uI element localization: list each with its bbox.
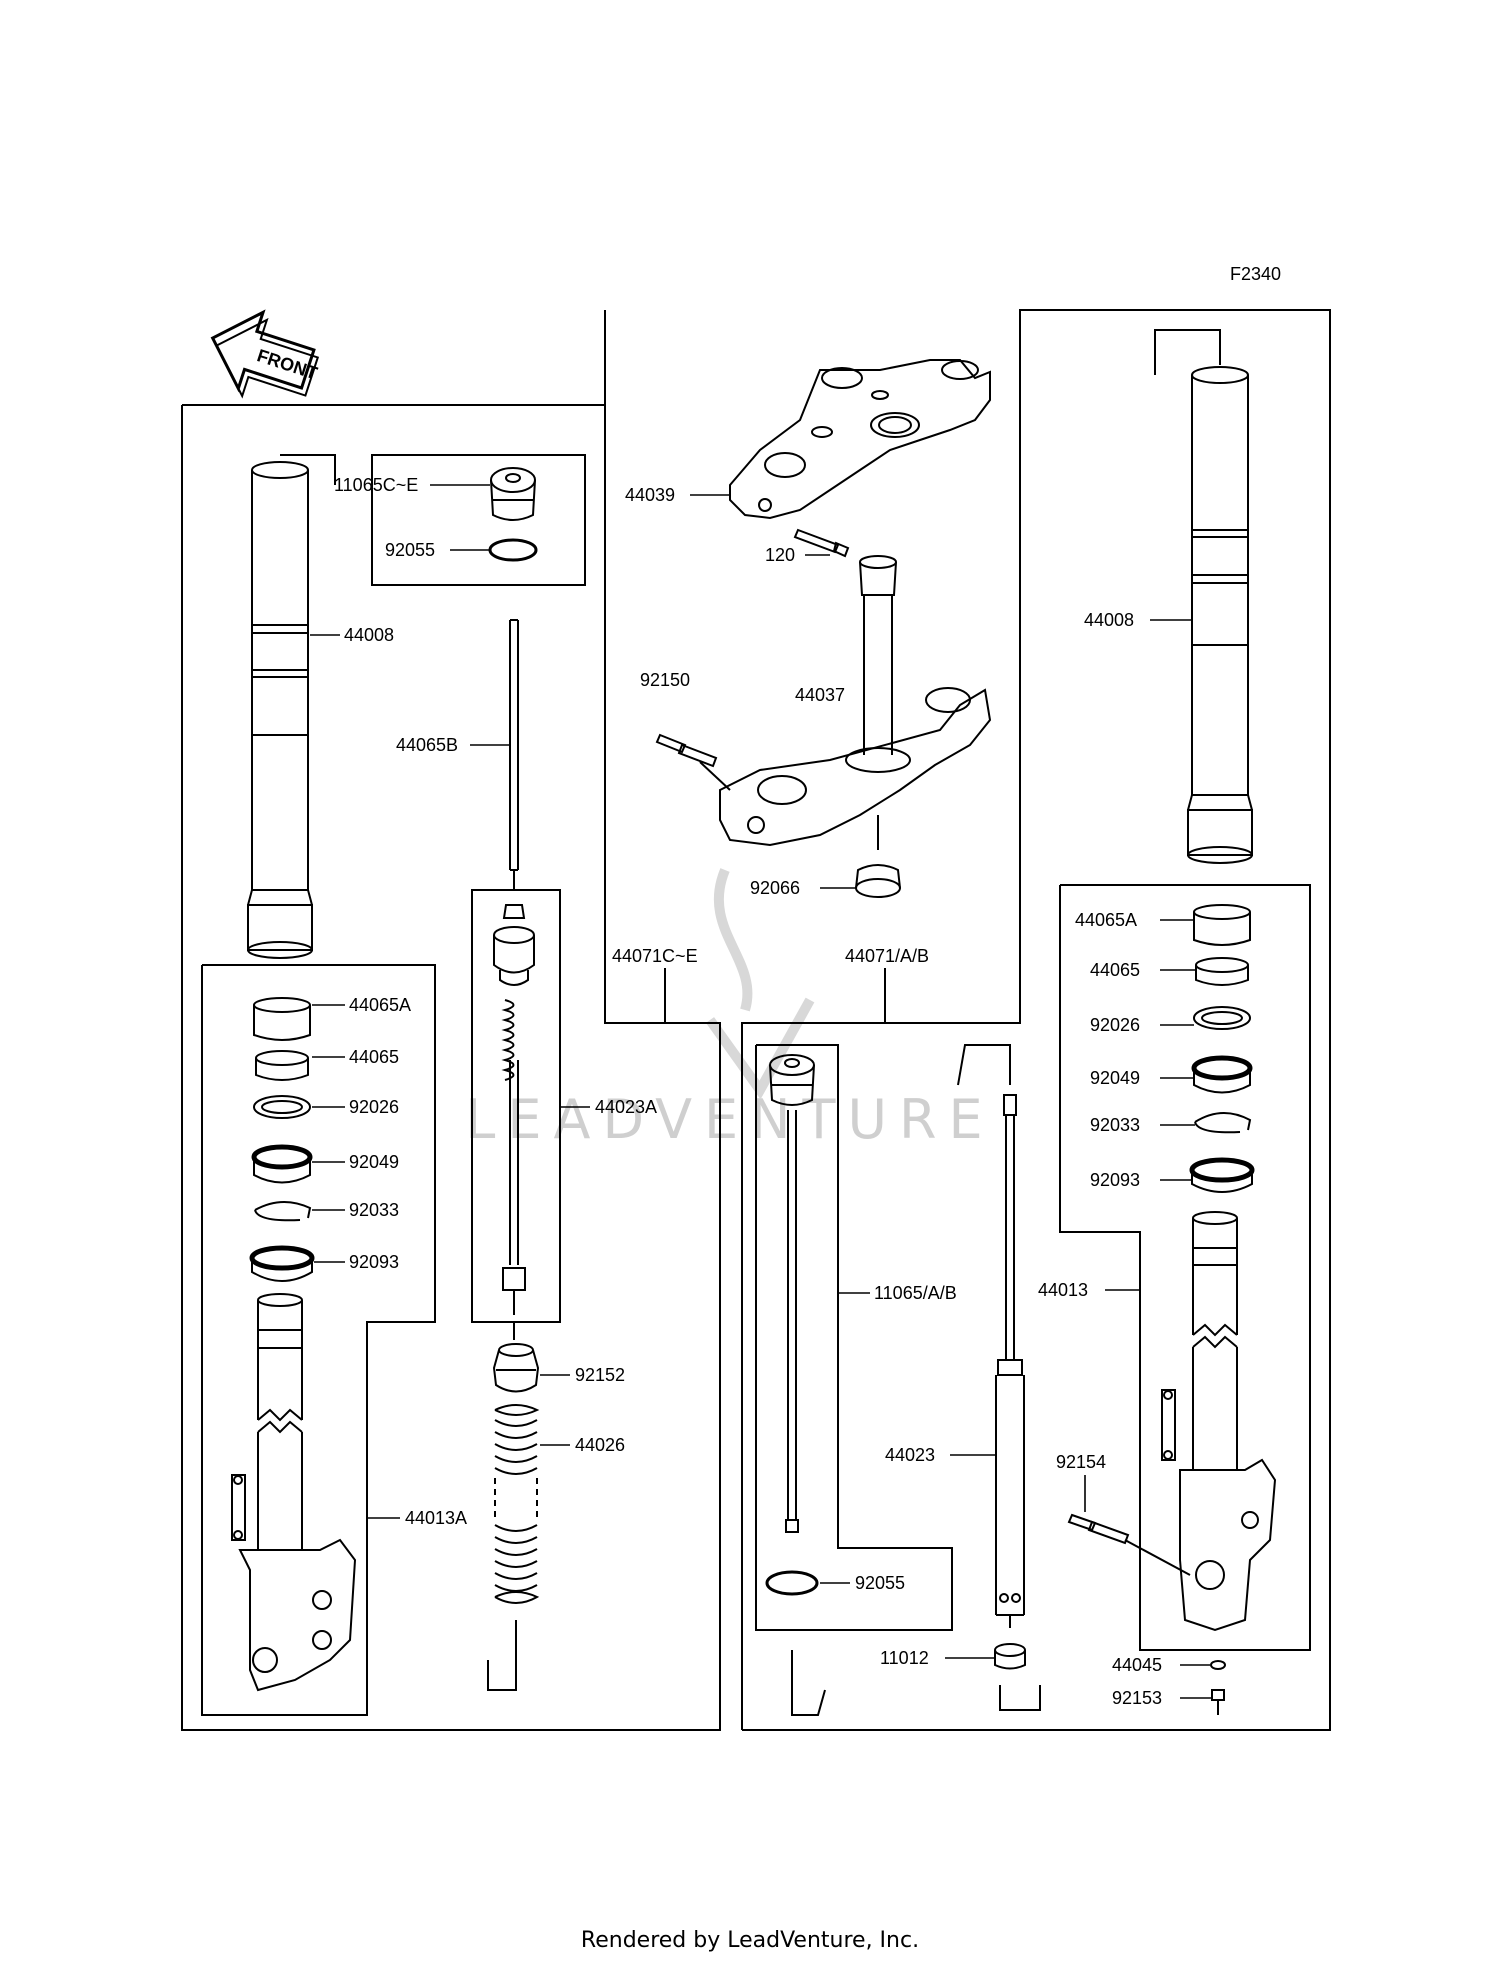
label-92026-left: 92026 [349,1097,399,1117]
left-seals [249,997,315,1282]
label-92066: 92066 [750,878,800,898]
label-44013: 44013 [1038,1280,1088,1300]
label-44065A-left: 44065A [349,995,411,1015]
diagram-code: F2340 [1230,264,1281,284]
washer-44045 [1210,1660,1226,1670]
label-44013A: 44013A [405,1508,467,1528]
right-cap-rod-11065 [765,1054,826,1716]
label-11065-A-B: 11065/A/B [874,1283,957,1303]
label-92055-bottom: 92055 [855,1573,905,1593]
fork-tube-right [1154,329,1253,864]
left-spring-nut-92152 [492,1343,540,1393]
bolt-92150 [655,733,731,791]
region-outlines [181,309,1331,1731]
label-92154: 92154 [1056,1452,1106,1472]
watermark: LEADVENTURE [465,868,994,1151]
part-labels: 11065C~E 92055 44008 44065B 44065A 44065… [334,475,1162,1708]
bolt-120 [793,528,850,558]
left-spring-44026 [487,1404,540,1691]
bolt-92154 [1067,1513,1191,1576]
label-44045: 44045 [1112,1655,1162,1675]
leader-lines [310,484,1212,1699]
label-92055-top: 92055 [385,540,435,560]
label-44023A: 44023A [595,1097,657,1117]
seal-92066 [855,864,901,898]
label-44037: 44037 [795,685,845,705]
label-44008-right: 44008 [1084,610,1134,630]
stem-44037 [719,555,992,850]
label-44008-left: 44008 [344,625,394,645]
left-outer-tube-44013A [231,1293,357,1692]
label-44071C-E: 44071C~E [612,946,698,966]
label-92150: 92150 [640,670,690,690]
left-fork-cap [488,467,538,562]
label-92033-left: 92033 [349,1200,399,1220]
label-92153: 92153 [1112,1688,1162,1708]
label-92152: 92152 [575,1365,625,1385]
label-44039: 44039 [625,485,675,505]
label-92093-left: 92093 [349,1252,399,1272]
right-outer-tube-44013 [1161,1211,1277,1632]
label-92093-right: 92093 [1090,1170,1140,1190]
label-44065A-right: 44065A [1075,910,1137,930]
collar-11012 [994,1643,1041,1711]
label-44065B: 44065B [396,735,458,755]
right-seals [1189,904,1255,1193]
bolt-92153 [1211,1689,1225,1715]
fork-tube-left [247,454,336,959]
watermark-text: LEADVENTURE [465,1088,994,1151]
label-92049-right: 92049 [1090,1068,1140,1088]
label-44023: 44023 [885,1445,935,1465]
label-92033-right: 92033 [1090,1115,1140,1135]
label-120: 120 [765,545,795,565]
footer-credit: Rendered by LeadVenture, Inc. [580,1928,920,1953]
label-44065-right: 44065 [1090,960,1140,980]
front-arrow-icon: FRONT [210,309,320,399]
left-rod-44065B [509,619,519,890]
label-92026-right: 92026 [1090,1015,1140,1035]
upper-triple-clamp-44039 [729,359,991,520]
label-11065C-E: 11065C~E [334,475,418,495]
label-11012: 11012 [880,1648,929,1668]
label-44026: 44026 [575,1435,625,1455]
label-44071-A-B: 44071/A/B [845,946,929,966]
left-damper-44023A [493,904,535,1340]
label-44065-left: 44065 [349,1047,399,1067]
label-92049-left: 92049 [349,1152,399,1172]
right-damper-44023 [957,1044,1025,1628]
